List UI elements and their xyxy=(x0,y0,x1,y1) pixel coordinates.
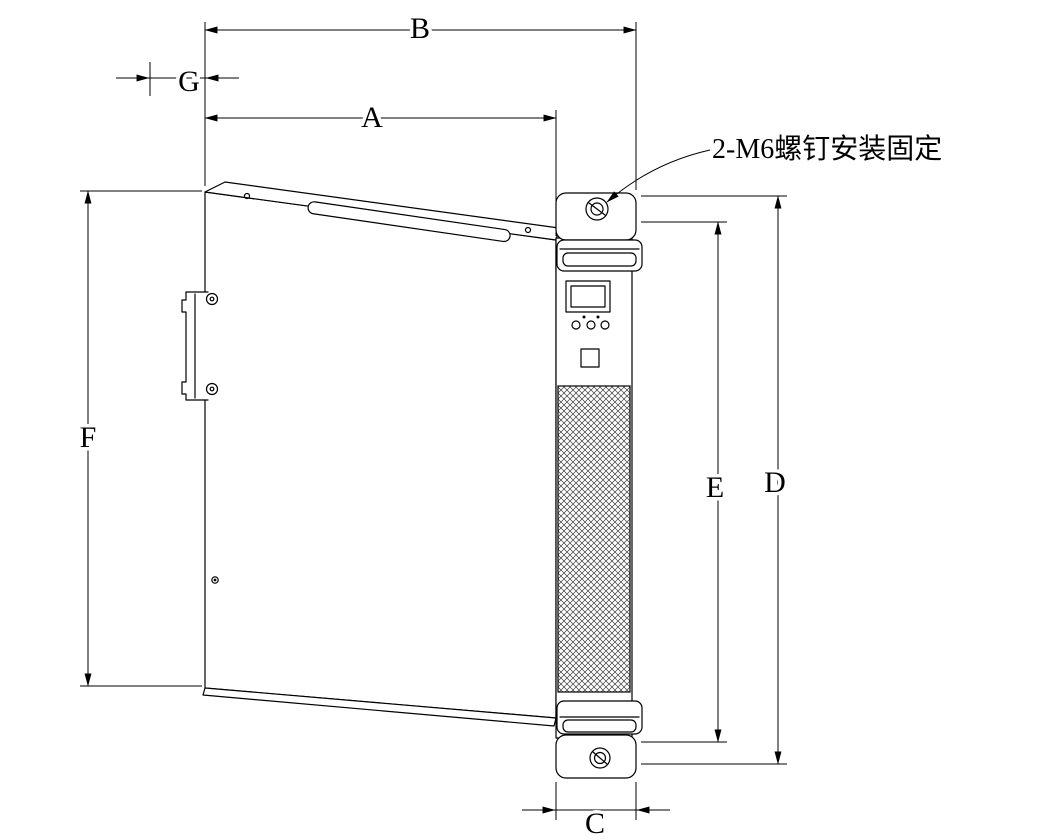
clip-screw-bottom xyxy=(205,382,219,396)
clip-screw-top xyxy=(205,292,219,306)
top-mounting-screw xyxy=(585,197,609,221)
callout-leader-arrow xyxy=(606,149,711,203)
ventilation-grille xyxy=(557,385,631,693)
side-panel-rivet xyxy=(211,576,219,584)
dim-label-f: F xyxy=(80,421,97,454)
front-panel-button xyxy=(580,348,600,368)
indicator-leds xyxy=(571,315,610,330)
dimension-a xyxy=(204,110,557,236)
dimension-g xyxy=(116,62,239,96)
dimension-c xyxy=(522,782,670,820)
callout-text: 2-M6螺钉安装固定 xyxy=(712,133,942,165)
bottom-mounting-screw xyxy=(589,747,611,769)
module-body xyxy=(181,181,643,779)
dim-label-b: B xyxy=(410,12,430,45)
side-panel xyxy=(204,191,557,719)
bottom-edge-strip xyxy=(202,687,557,727)
dimension-b xyxy=(204,22,637,190)
front-panel xyxy=(555,192,643,779)
dim-label-g: G xyxy=(178,65,200,98)
dimension-f xyxy=(80,190,202,687)
dim-label-d: D xyxy=(764,466,786,499)
dimension-d xyxy=(641,195,787,765)
dim-label-a: A xyxy=(361,101,383,134)
dim-label-c: C xyxy=(585,807,605,840)
dimension-e xyxy=(641,221,727,743)
top-face-rivet-left xyxy=(243,192,251,200)
top-handle xyxy=(556,239,643,272)
top-vent-slot xyxy=(307,201,511,243)
bottom-handle xyxy=(556,700,643,735)
dim-label-e: E xyxy=(706,471,724,504)
din-rail-clip xyxy=(181,291,219,401)
lcd-display xyxy=(565,280,611,313)
top-face-rivet-right xyxy=(524,226,532,234)
